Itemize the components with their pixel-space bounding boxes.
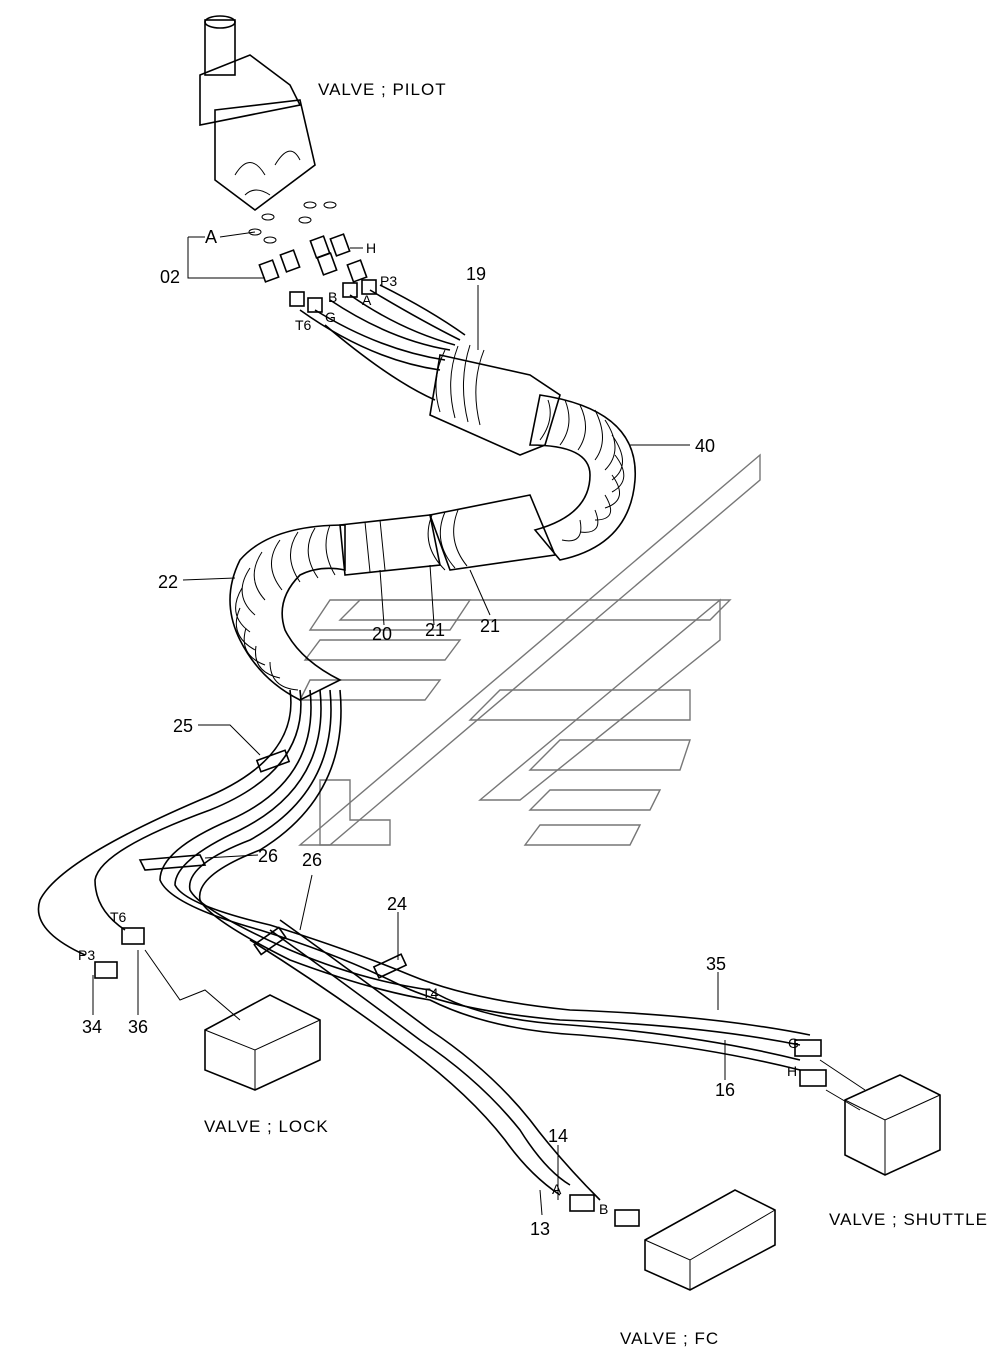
callout-16: 16	[715, 1080, 735, 1100]
port-b-top: B	[328, 289, 337, 305]
callout-26-a: 26	[258, 846, 278, 866]
callout-36: 36	[128, 1017, 148, 1037]
port-h-shuttle: H	[787, 1063, 797, 1079]
callout-24: 24	[387, 894, 407, 914]
callout-21-b: 21	[480, 616, 500, 636]
port-t6-low: T6	[110, 909, 127, 925]
callout-21-a: 21	[425, 620, 445, 640]
label-valve-fc: VALVE ; FC	[620, 1329, 719, 1348]
port-a-top: A	[205, 227, 217, 247]
lock-valve-box	[144, 949, 321, 1091]
callout-14: 14	[548, 1126, 568, 1146]
callout-22: 22	[158, 572, 178, 592]
port-a-fc: A	[552, 1181, 562, 1197]
callout-35: 35	[706, 954, 726, 974]
hose-bundle-upper	[299, 284, 466, 401]
fc-valve-box	[644, 1189, 776, 1291]
pilot-fittings	[258, 233, 377, 313]
callout-13: 13	[530, 1219, 550, 1239]
port-p3-low: P3	[78, 947, 95, 963]
callout-40: 40	[695, 436, 715, 456]
shuttle-valve-box	[819, 1059, 941, 1176]
callout-25: 25	[173, 716, 193, 736]
callout-34: 34	[82, 1017, 102, 1037]
callout-19: 19	[466, 264, 486, 284]
label-valve-pilot: VALVE ; PILOT	[318, 80, 447, 99]
leader-lines	[92, 231, 726, 1216]
port-p3-top: P3	[380, 273, 397, 289]
hoses-lower	[37, 689, 811, 1201]
pilot-valve-drawing	[199, 15, 337, 244]
port-a-mid: A	[362, 292, 372, 308]
port-t4: T4	[422, 985, 439, 1001]
port-g-shuttle: G	[788, 1035, 799, 1051]
port-g-top: G	[325, 309, 336, 325]
callout-02: 02	[160, 267, 180, 287]
port-t6-top: T6	[295, 317, 312, 333]
clamps	[138, 749, 408, 979]
end-fittings	[94, 927, 827, 1227]
watermark-logo	[298, 453, 761, 846]
callout-26-b: 26	[302, 850, 322, 870]
spiral-guard	[229, 524, 346, 701]
sleeve-and-boot	[339, 344, 636, 576]
label-valve-shuttle: VALVE ; SHUTTLE	[829, 1210, 988, 1229]
port-h-top: H	[366, 240, 376, 256]
label-valve-lock: VALVE ; LOCK	[204, 1117, 329, 1136]
callout-20: 20	[372, 624, 392, 644]
port-b-fc: B	[599, 1201, 608, 1217]
